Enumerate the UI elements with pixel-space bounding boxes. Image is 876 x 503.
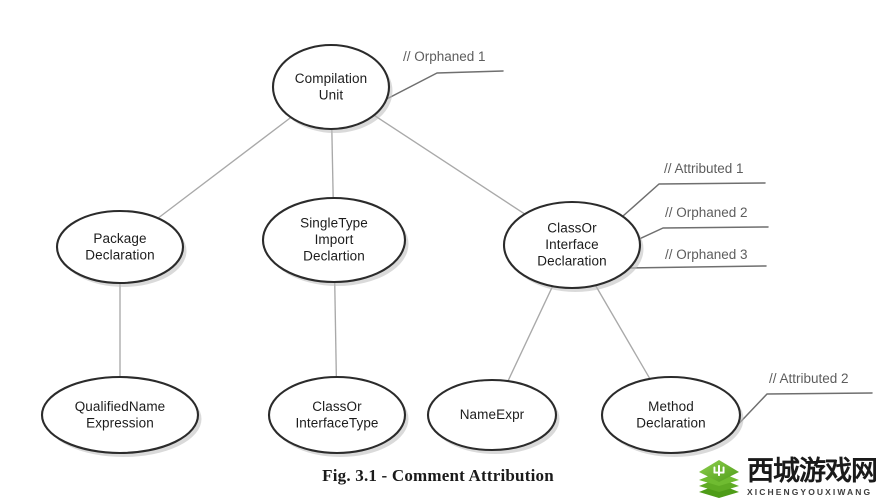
tree-edges-layer — [119, 114, 651, 382]
comment-label-orphaned-1: // Orphaned 1 — [403, 49, 486, 64]
tree-edge-singletype-import-to-classor-interfacetype — [334, 281, 338, 378]
tree-edge-compilation-unit-to-classor-interface-declaration — [373, 114, 526, 215]
node-outline-qualifiedname-expression[interactable] — [40, 375, 200, 455]
node-outline-classor-interfacetype[interactable] — [267, 375, 407, 455]
watermark-pinyin: XICHENGYOUXIWANG — [747, 487, 873, 498]
comment-leader-orphaned-3 — [626, 265, 767, 269]
node-outline-package-declaration[interactable] — [55, 209, 185, 285]
site-watermark: 西城游戏网 XICHENGYOUXIWANG — [697, 455, 876, 500]
node-label-nameexpr: NameExpr — [460, 407, 525, 422]
node-outline-method-declaration[interactable] — [600, 375, 742, 455]
watermark-text-block: 西城游戏网 XICHENGYOUXIWANG — [747, 458, 876, 497]
tree-edge-classor-interface-declaration-to-method-declaration — [594, 285, 651, 380]
comment-leader-orphaned-2 — [634, 226, 769, 242]
logo-svg — [699, 459, 739, 498]
tree-edge-classor-interface-declaration-to-nameexpr — [507, 285, 554, 382]
comment-leader-attributed-2 — [728, 392, 873, 435]
node-nameexpr[interactable]: NameExpr — [426, 378, 560, 454]
node-outline-compilation-unit[interactable] — [271, 43, 391, 131]
comment-leader-attributed-1 — [622, 182, 766, 217]
tree-edge-compilation-unit-to-singletype-import — [331, 128, 334, 199]
comment-label-orphaned-3: // Orphaned 3 — [665, 247, 748, 262]
comment-label-attributed-2: // Attributed 2 — [769, 371, 849, 386]
node-outline-classor-interface-declaration[interactable] — [502, 200, 642, 290]
comment-leader-orphaned-1 — [378, 70, 504, 104]
node-outline-nameexpr[interactable] — [426, 378, 558, 452]
comment-label-attributed-1: // Attributed 1 — [664, 161, 744, 176]
node-outline-singletype-import[interactable] — [261, 196, 407, 284]
comment-annotations-layer: // Orphaned 1 // Attributed 1 // Orphaned … — [378, 49, 873, 435]
watermark-chinese: 西城游戏网 — [747, 456, 876, 488]
tree-edge-compilation-unit-to-package-declaration — [157, 116, 292, 219]
figure-caption: Fig. 3.1 - Comment Attribution — [322, 466, 554, 485]
xicheng-stacked-layers-logo — [697, 458, 741, 498]
comment-label-orphaned-2: // Orphaned 2 — [665, 205, 748, 220]
